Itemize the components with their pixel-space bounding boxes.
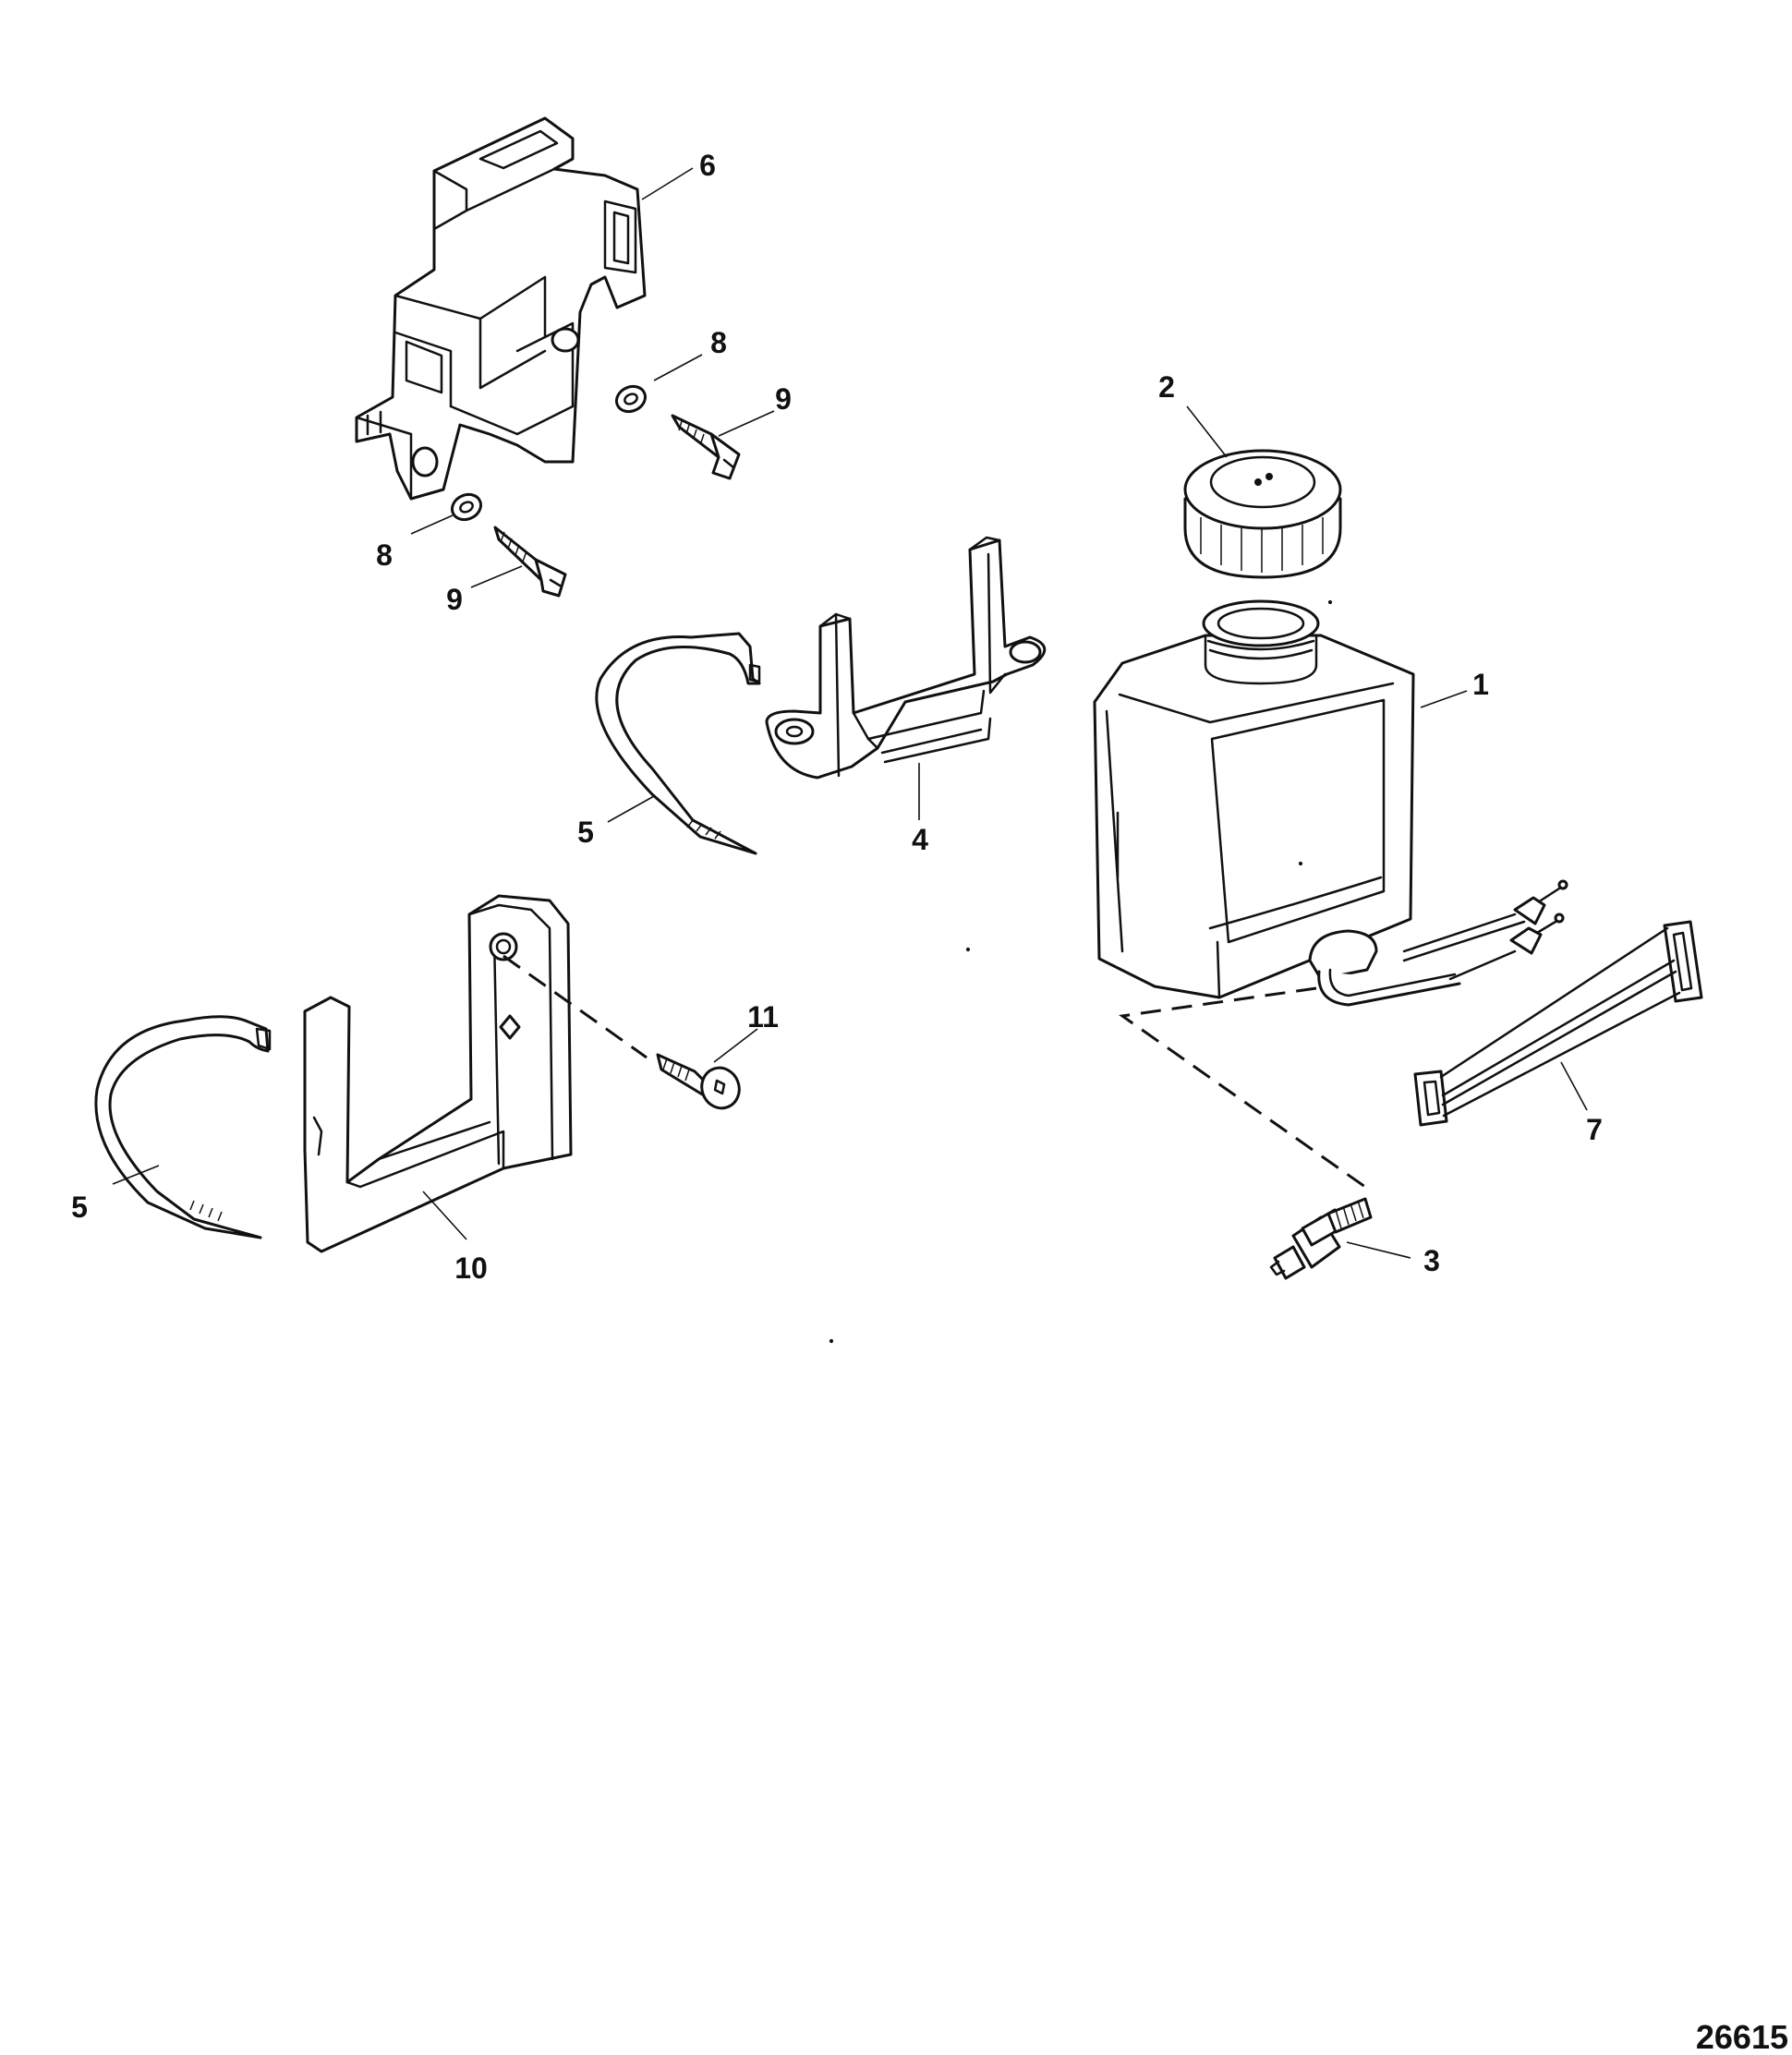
callout-2: 2 (1158, 370, 1175, 404)
callout-labels: 1 2 3 4 5 5 6 7 8 8 9 9 10 11 (71, 149, 1603, 1285)
callout-8-lower: 8 (376, 538, 393, 572)
assembly-dashed-line-tank (1119, 986, 1373, 1193)
l-bracket-part-10 (303, 894, 573, 1253)
screw-part-9-lower (493, 526, 567, 598)
screw-part-9-upper (671, 414, 741, 480)
callout-4: 4 (912, 823, 928, 856)
callout-10: 10 (454, 1251, 488, 1285)
callout-6: 6 (699, 149, 716, 182)
callout-7: 7 (1586, 1113, 1603, 1146)
callout-8-upper: 8 (710, 326, 727, 359)
callout-11: 11 (747, 1000, 779, 1034)
washer-part-8-upper (614, 384, 648, 414)
scan-specks (829, 599, 1333, 1344)
callout-3: 3 (1423, 1244, 1440, 1277)
callout-1: 1 (1472, 668, 1489, 701)
figure-number: 26615 (1696, 2018, 1788, 2055)
filler-cap-part-2 (1183, 449, 1342, 579)
callout-5-upper: 5 (577, 816, 594, 849)
callout-5-lower: 5 (71, 1191, 88, 1224)
leader-lines (112, 167, 1588, 1259)
callout-9-lower: 9 (446, 583, 463, 616)
washer-part-8-lower (450, 492, 483, 522)
cradle-bracket-part-4 (765, 536, 1047, 780)
cable-tie-part-5-upper (595, 632, 761, 855)
fitting-part-3 (1269, 1197, 1373, 1280)
screw-part-11 (656, 1053, 741, 1110)
strap-part-7 (1413, 920, 1703, 1127)
callout-9-upper: 9 (775, 382, 792, 416)
cable-tie-part-5-lower (94, 1015, 272, 1239)
reservoir-tank-part-1 (1093, 599, 1568, 1007)
mounting-bracket-part-6 (355, 116, 647, 501)
